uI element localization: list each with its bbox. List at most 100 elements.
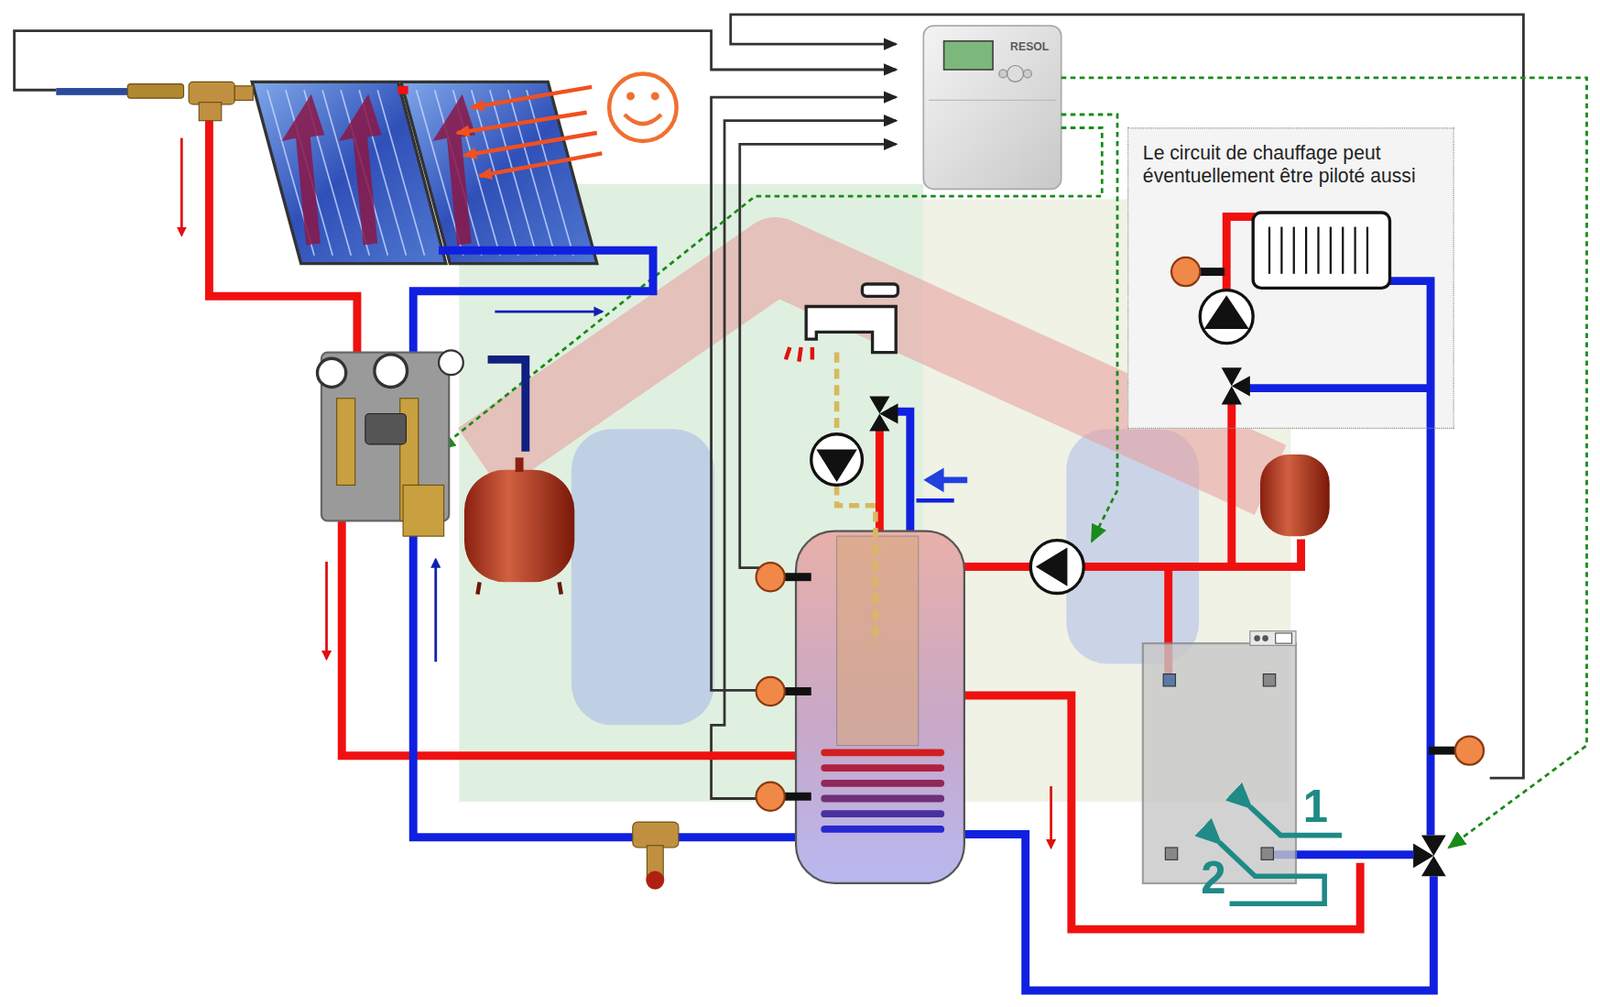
pipe: [398, 86, 409, 95]
control-line: [1061, 77, 1588, 848]
pipe: [1389, 281, 1431, 836]
boiler-port: [1261, 847, 1274, 860]
flow-arrow: [325, 561, 328, 659]
hot-pipes: [208, 89, 1361, 929]
hot-water-tap: [785, 283, 899, 362]
controller-box: RESOL: [923, 25, 1061, 189]
fin: [1293, 227, 1296, 274]
ray: [479, 152, 603, 176]
fin: [1305, 227, 1307, 274]
three-way-valve: [869, 396, 898, 432]
callout-number: 2: [1200, 855, 1226, 901]
node-text: Le circuit de chauffage peut éventuellem…: [1142, 141, 1439, 188]
pipe: [208, 112, 358, 353]
temperature-sensors: [756, 257, 1484, 811]
radiator-body: [1252, 212, 1390, 288]
vessel-leg: [559, 581, 562, 594]
ray: [464, 132, 598, 156]
thermometer: [374, 354, 408, 388]
valve-triangles: [1413, 835, 1447, 877]
valve-triangles: [1221, 367, 1251, 404]
vessel-body: [1260, 454, 1330, 536]
sensor: [756, 676, 785, 706]
flow-arrow: [338, 94, 382, 246]
fin: [1317, 227, 1319, 274]
coil-turn: [824, 794, 941, 803]
ray: [457, 112, 587, 133]
pump-body: [1199, 290, 1253, 344]
sun-face: [609, 73, 677, 142]
callout-leader: [1219, 841, 1325, 904]
flow-arrow: [432, 94, 476, 246]
boiler-display: [1275, 632, 1293, 643]
wire: [730, 14, 1524, 778]
boiler-port: [1164, 847, 1177, 860]
pump-triangle: [1035, 546, 1068, 586]
fin: [1280, 227, 1283, 274]
boiler-led: [1262, 634, 1269, 642]
solar-pump-station: [317, 349, 464, 536]
fin: [1268, 227, 1271, 274]
optional-circuit-box: Le circuit de chauffage peut éventuellem…: [1127, 127, 1455, 429]
heat-arrows: [282, 94, 477, 246]
fin: [1366, 227, 1369, 274]
pipe: [1083, 538, 1301, 566]
sensor: [756, 562, 785, 591]
vessel-leg: [477, 581, 479, 594]
recirc-line: [834, 352, 840, 435]
control-wires: [14, 14, 1524, 799]
fill-drain-valve: [632, 821, 679, 890]
valve-triangles: [869, 396, 898, 432]
node-text: RESOL: [1010, 39, 1049, 52]
ray: [471, 87, 592, 108]
valve-cap: [645, 870, 664, 890]
fitting: [198, 102, 222, 121]
pump: [811, 434, 863, 486]
sun-eye: [651, 91, 660, 100]
pump-triangle: [816, 448, 858, 482]
boiler-port: [1262, 674, 1275, 686]
expansion-vessel: [1260, 454, 1330, 536]
coil-turn: [824, 825, 941, 833]
storage-tank: [795, 352, 965, 883]
three-way-valve: [1413, 835, 1447, 877]
pipe: [1242, 383, 1431, 392]
flow-arrow: [1049, 785, 1053, 848]
controller-body: [923, 25, 1061, 189]
recirc-line: [837, 484, 876, 643]
pump-triangle: [1204, 294, 1250, 329]
pump-body: [1030, 540, 1084, 594]
watermark-window: [571, 428, 715, 725]
flow-arrow: [180, 138, 184, 236]
callout-leader: [1250, 805, 1342, 835]
fitting: [234, 86, 253, 101]
coil-turn: [824, 809, 941, 817]
sun-eye: [626, 91, 635, 100]
tap-spout: [805, 305, 896, 352]
vessel-body: [464, 469, 575, 583]
pump: [1030, 540, 1084, 594]
fitting: [188, 81, 235, 105]
thermometer: [317, 358, 347, 387]
three-way-valve: [1221, 367, 1251, 404]
expansion-vessel: [464, 457, 575, 594]
circulator: [365, 413, 407, 444]
fin: [1329, 227, 1332, 274]
pipe: [964, 562, 1031, 571]
flow-arrow: [434, 559, 437, 662]
coil-turn: [824, 763, 941, 772]
safety-valve: [402, 484, 445, 536]
heat-exchanger-coil: [824, 751, 941, 829]
stripe: [508, 89, 556, 255]
boiler-panel: [1250, 631, 1296, 646]
valve-body: [632, 821, 679, 848]
boiler-led: [1253, 634, 1261, 642]
cold-inlet-arrow: [923, 468, 968, 493]
radiator-fins: [1269, 227, 1368, 274]
probe: [55, 87, 128, 96]
coil-turn: [824, 748, 941, 756]
air-vent-valve: [55, 81, 253, 120]
sensor: [1171, 257, 1200, 286]
